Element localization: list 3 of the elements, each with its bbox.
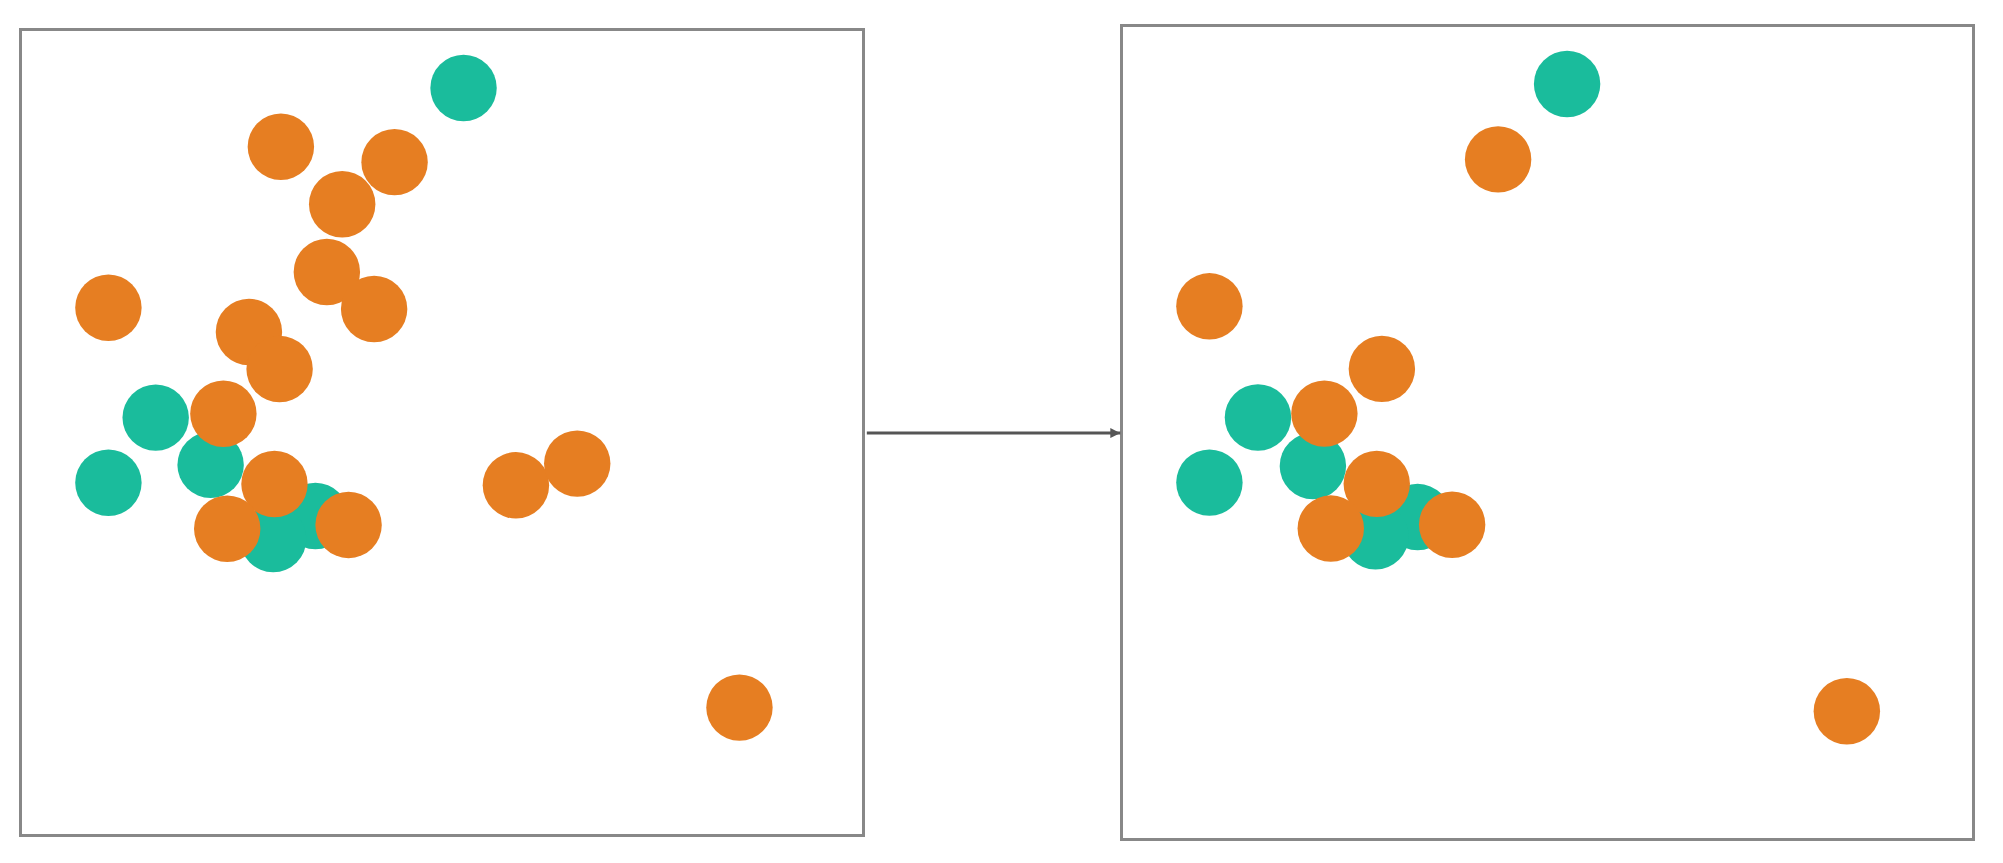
- arrow: [866, 428, 1121, 439]
- plot-panel: [1120, 24, 1975, 841]
- plot-panel: [19, 28, 865, 837]
